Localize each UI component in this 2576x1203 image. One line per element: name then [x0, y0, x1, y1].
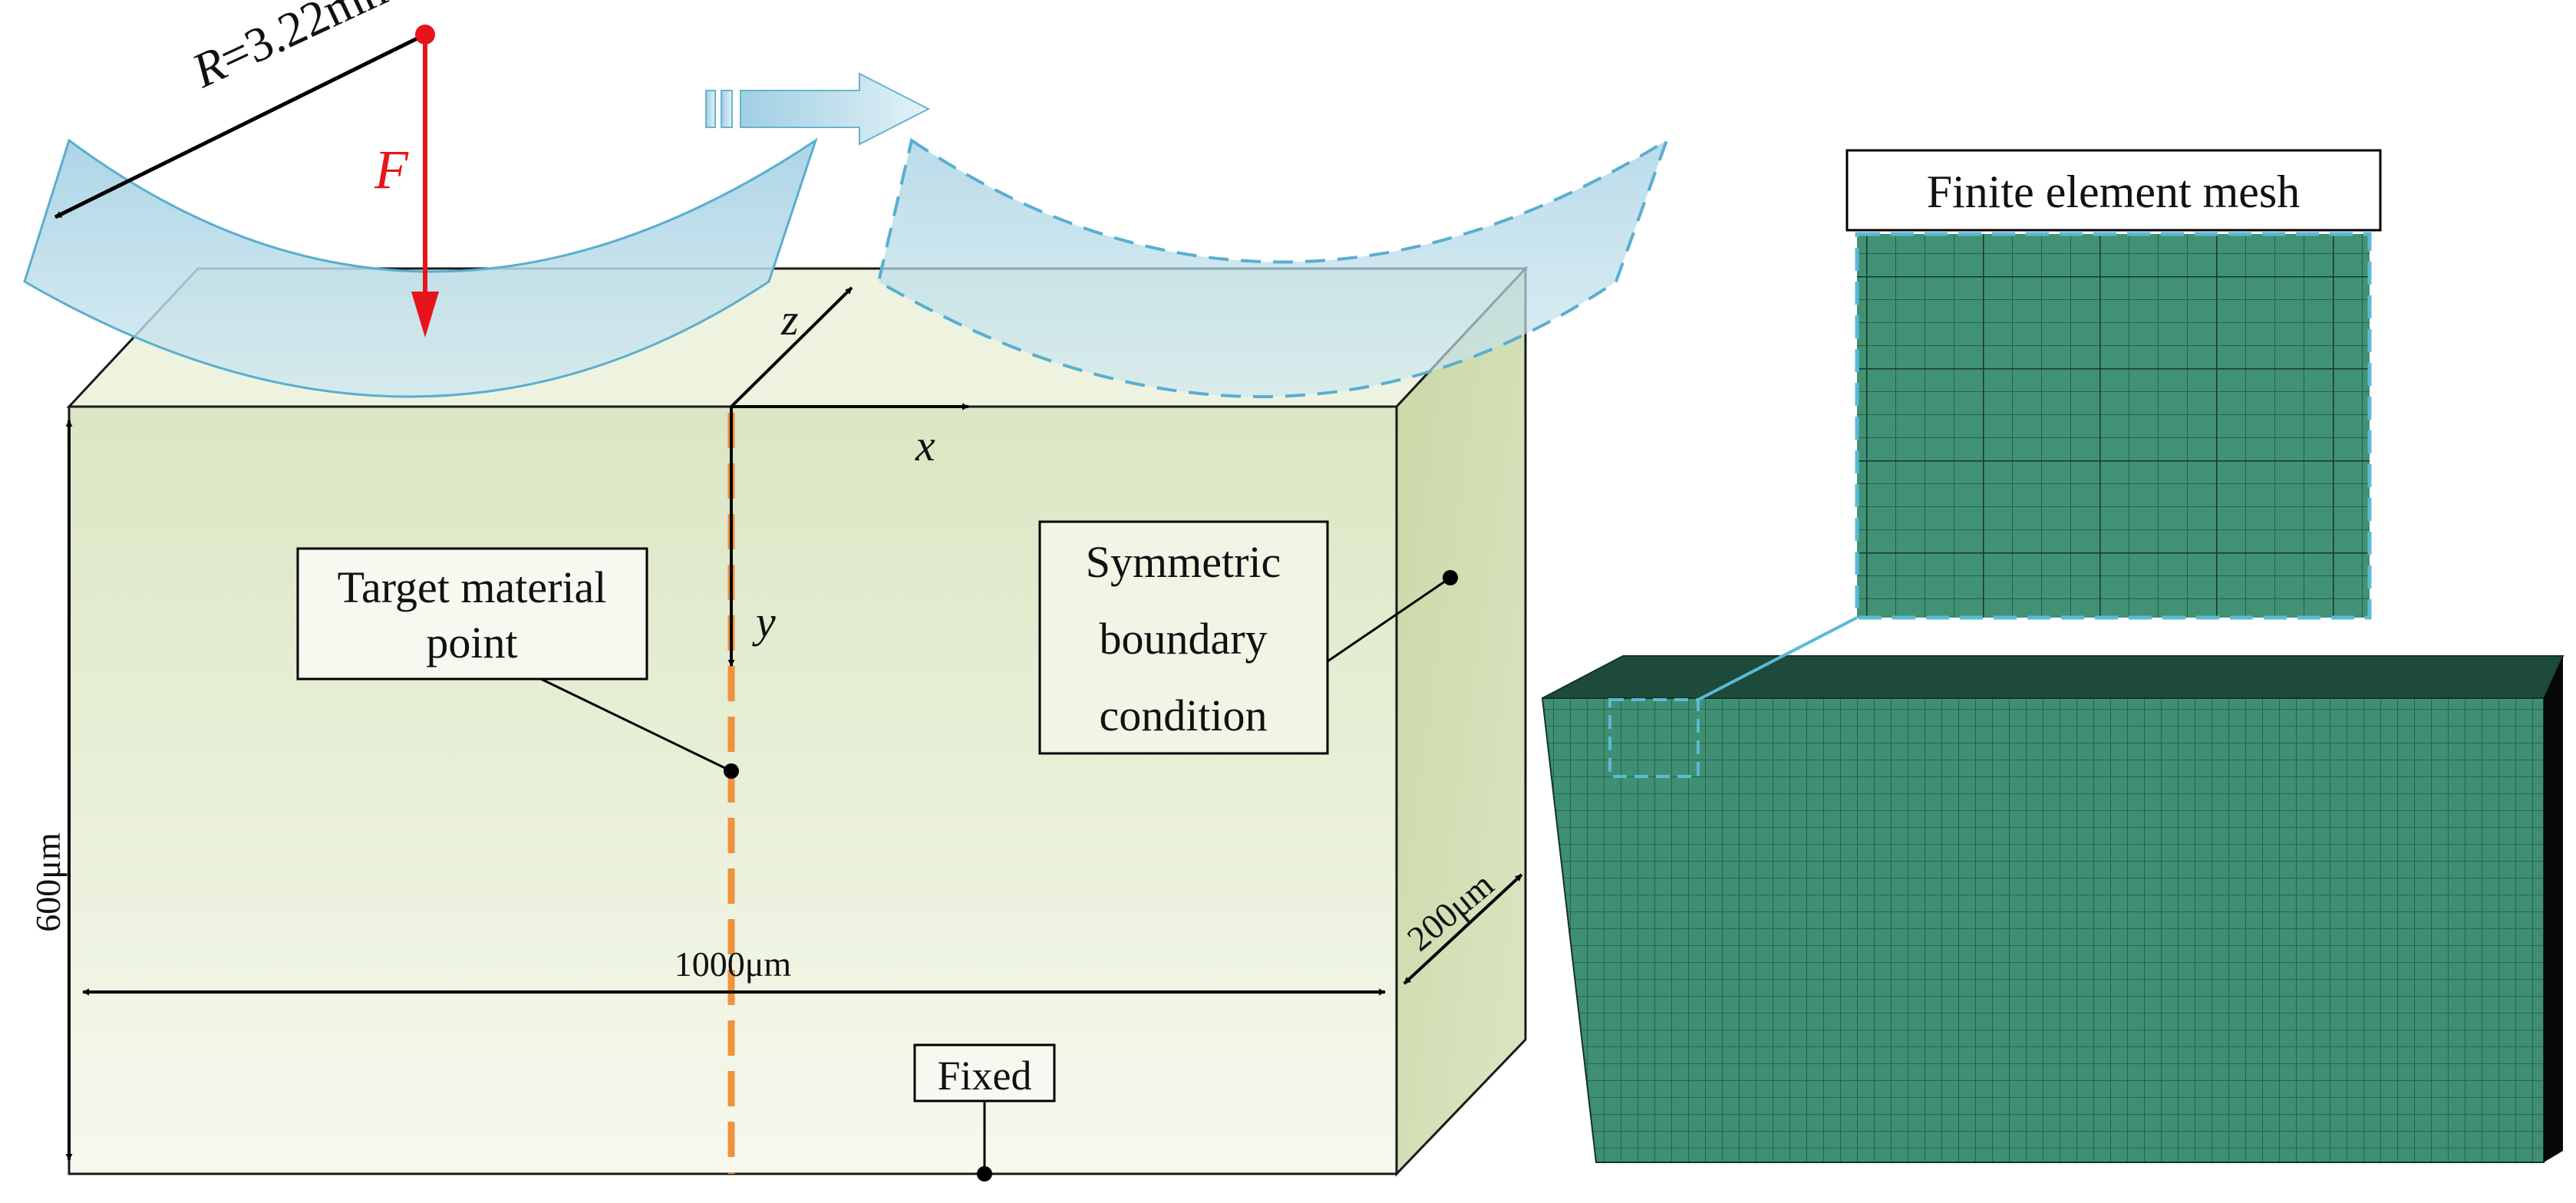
tool-current	[23, 137, 818, 398]
mesh-inset-coarse-grid	[1857, 234, 2370, 618]
symmetric-boundary-callout: Symmetric boundary condition	[1038, 520, 1458, 755]
fixed-boundary-callout: Fixed	[913, 1043, 1056, 1182]
symmetric-callout-line3: condition	[1099, 690, 1267, 740]
target-material-point: Target material point	[296, 547, 739, 779]
target-callout-line1: Target material	[338, 562, 607, 612]
mesh-title-box	[1845, 149, 2382, 232]
symmetric-callout-box	[1038, 520, 1329, 755]
fixed-callout-text: Fixed	[937, 1053, 1031, 1099]
force-label: F	[374, 139, 409, 200]
mesh-title-text: Finite element mesh	[1927, 166, 2301, 217]
tool-center-dot	[415, 25, 435, 44]
block-side-face	[1395, 265, 1527, 1177]
axis-z-label: z	[780, 295, 799, 344]
height-dimension-label: 600μm	[28, 832, 68, 932]
force-indicator: F	[374, 40, 439, 338]
mesh-top-face	[1542, 655, 2564, 699]
tool-next-position	[876, 137, 1670, 398]
symmetric-dot	[1443, 570, 1458, 585]
radius-label: R=3.22mm	[183, 0, 407, 98]
force-arrow-head	[411, 292, 439, 338]
arrow-tail-bar-2	[721, 90, 733, 128]
symmetric-callout-line1: Symmetric	[1086, 537, 1281, 587]
target-dot	[724, 763, 739, 779]
depth-dimension-arrow	[1403, 873, 1523, 985]
mesh-inset-border	[1855, 232, 2372, 620]
radius-value: =3.22mm	[211, 0, 406, 85]
coordinate-axes: x y z	[727, 286, 969, 667]
target-callout-box	[296, 547, 648, 681]
width-dimension-label: 1000μm	[675, 944, 792, 984]
feed-direction-arrow	[705, 72, 931, 146]
fixed-callout-box	[913, 1043, 1056, 1102]
radius-arrow	[54, 32, 427, 219]
symmetric-callout-line2: boundary	[1099, 614, 1267, 664]
target-leader-line	[540, 677, 732, 773]
mesh-zoom-connector	[1697, 616, 1858, 701]
tool-arc-shape	[23, 137, 818, 398]
arrow-tail-bar-1	[705, 90, 716, 128]
symmetric-leader-line	[1327, 576, 1451, 663]
mesh-highlight-region	[1608, 698, 1700, 778]
axis-x-label: x	[915, 420, 935, 470]
tool-ghost-shape	[876, 137, 1670, 398]
mesh-side-face	[2544, 656, 2563, 1162]
fixed-dot	[977, 1166, 992, 1182]
arrow-body	[740, 72, 931, 146]
mesh-model	[1541, 616, 2564, 1163]
axis-z-arrow	[730, 286, 853, 408]
axis-y-label: y	[752, 597, 776, 647]
target-callout-line2: point	[426, 618, 517, 667]
mesh-inset: Finite element mesh	[1845, 149, 2382, 620]
mesh-front-face	[1541, 697, 2545, 1163]
